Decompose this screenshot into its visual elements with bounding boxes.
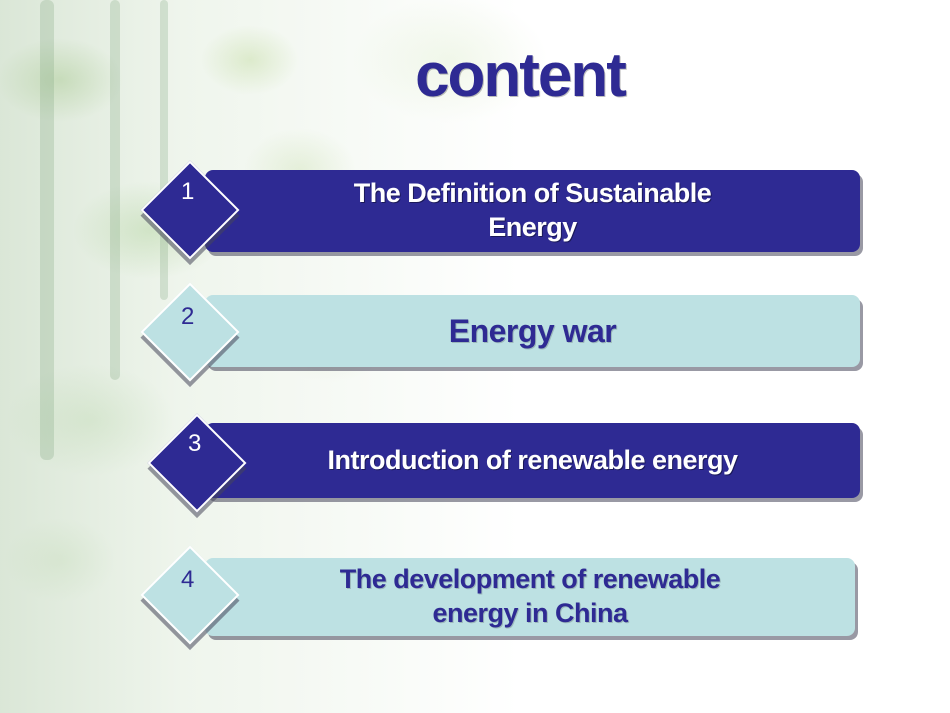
plant-stem <box>110 0 120 380</box>
item-number: 4 <box>181 566 195 593</box>
item-number: 3 <box>188 430 202 457</box>
content-item-label: The development of renewable energy in C… <box>339 564 721 628</box>
plant-stem <box>40 0 54 460</box>
content-item-label: The Definition of Sustainable Energy <box>353 178 712 242</box>
item-number: 2 <box>181 303 195 330</box>
slide-title: content <box>415 41 627 110</box>
content-item-label: Energy war <box>448 313 617 349</box>
content-item-bar[interactable]: Introduction of renewable energy <box>205 423 860 498</box>
content-item-bar[interactable]: The development of renewable energy in C… <box>205 558 855 636</box>
plant-stem <box>160 0 168 300</box>
content-item-bar[interactable]: Energy war <box>205 295 860 367</box>
content-item-bar[interactable]: The Definition of Sustainable Energy <box>205 170 860 252</box>
item-number: 1 <box>181 178 195 205</box>
content-item-label: Introduction of renewable energy <box>327 444 738 475</box>
